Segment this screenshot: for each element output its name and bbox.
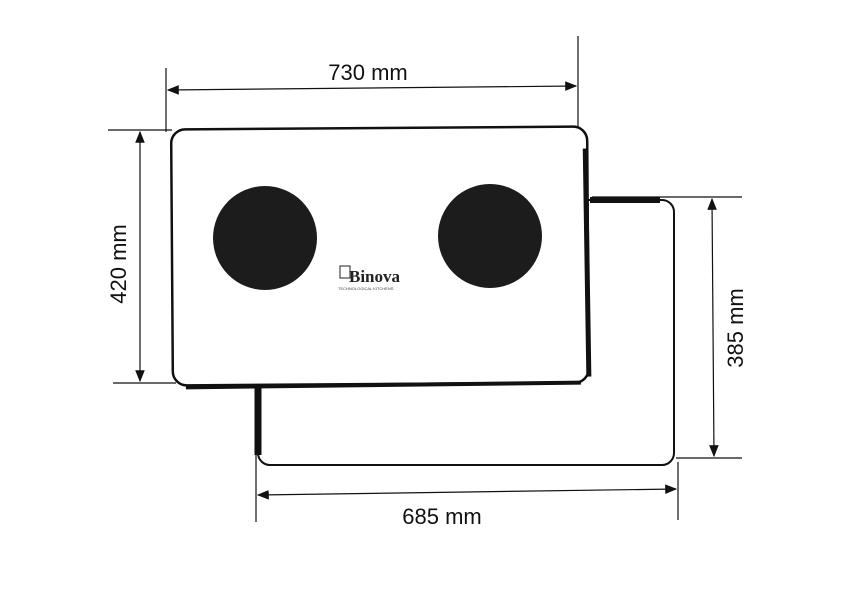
label-730: 730 mm (328, 60, 407, 85)
dimension-cutout-height (592, 196, 742, 459)
burner-right (438, 184, 542, 288)
burner-left (213, 186, 317, 290)
dimension-top-height (108, 129, 176, 384)
dimension-top-width (165, 36, 579, 132)
svg-text:TECHNOLOGICAL KITCHENS: TECHNOLOGICAL KITCHENS (338, 286, 394, 291)
label-385: 385 mm (723, 288, 748, 367)
brand-logo: Binova TECHNOLOGICAL KITCHENS (338, 265, 401, 291)
svg-text:Binova: Binova (349, 267, 401, 286)
dimension-cutout-width (255, 390, 679, 522)
label-685: 685 mm (402, 504, 481, 529)
label-420: 420 mm (106, 224, 131, 303)
